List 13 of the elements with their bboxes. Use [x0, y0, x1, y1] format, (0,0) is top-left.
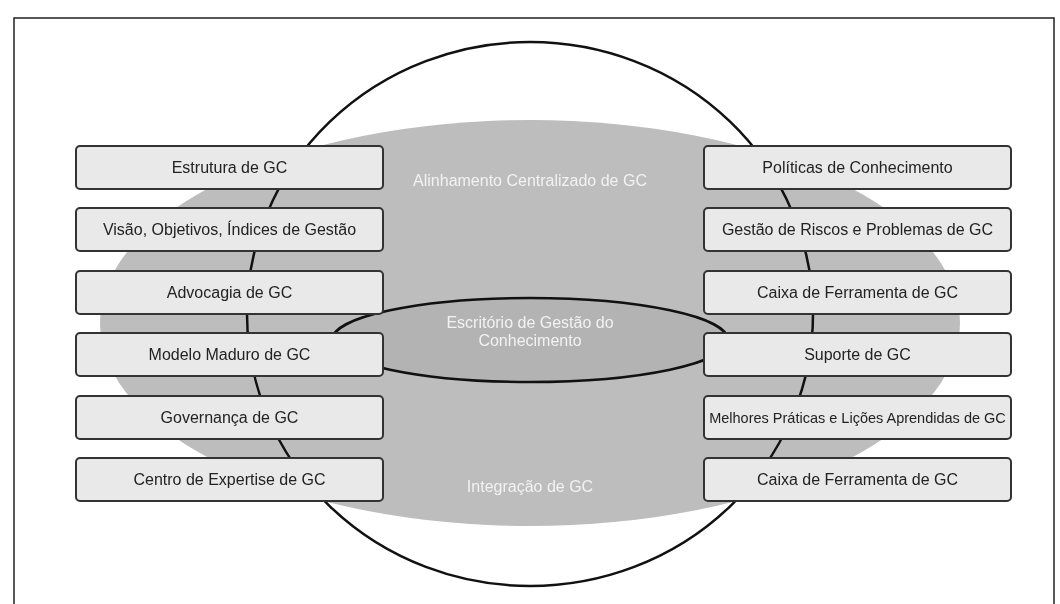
text-box: Suporte de GC — [703, 332, 1012, 377]
text-box: Gestão de Riscos e Problemas de GC — [703, 207, 1012, 252]
text-box: Estrutura de GC — [75, 145, 384, 190]
text-box: Caixa de Ferramenta de GC — [703, 457, 1012, 502]
text-box: Caixa de Ferramenta de GC — [703, 270, 1012, 315]
region-label: Escritório de Gestão do Conhecimento — [445, 314, 615, 350]
text-box: Melhores Práticas e Lições Aprendidas de GC — [703, 395, 1012, 440]
text-box: Governança de GC — [75, 395, 384, 440]
text-box: Visão, Objetivos, Índices de Gestão — [75, 207, 384, 252]
text-box: Modelo Maduro de GC — [75, 332, 384, 377]
text-box: Políticas de Conhecimento — [703, 145, 1012, 190]
text-box: Centro de Expertise de GC — [75, 457, 384, 502]
text-box: Advocagia de GC — [75, 270, 384, 315]
